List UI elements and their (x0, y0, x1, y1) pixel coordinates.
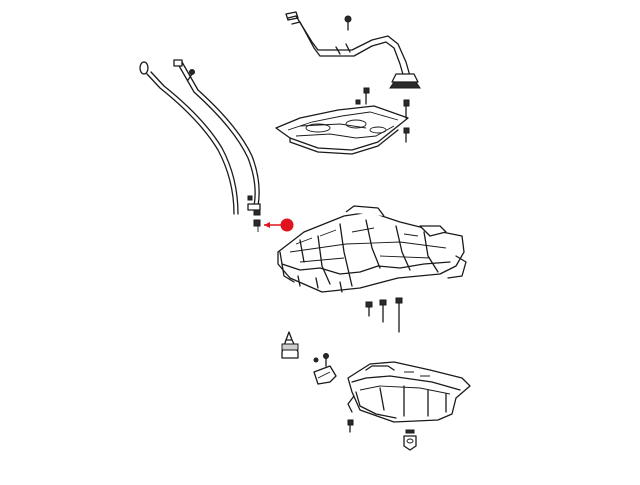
tray-bolt (363, 87, 370, 105)
lower-oil-pan (347, 361, 471, 423)
dipstick-tube (173, 59, 261, 216)
highlight-marker (280, 218, 294, 232)
oil-pump-pickup-bracket (313, 353, 337, 385)
upper-oil-pan (277, 205, 467, 293)
sealant-tube (281, 331, 299, 359)
lower-pan-bolt (347, 419, 354, 433)
pan-bolt (365, 301, 373, 317)
pan-bolts (365, 297, 403, 333)
oil-fill-tube (285, 11, 421, 89)
oil-dipstick (139, 61, 239, 215)
tray-bolt (403, 99, 410, 119)
tray-bolt (403, 127, 410, 143)
drain-plug (403, 429, 417, 451)
windage-tray (275, 87, 410, 155)
pan-bolt (379, 299, 387, 323)
tray-bolt (355, 99, 361, 105)
highlighted-fastener (253, 218, 294, 232)
highlight-arrowhead (264, 222, 270, 228)
pan-bolt-long (395, 297, 403, 333)
